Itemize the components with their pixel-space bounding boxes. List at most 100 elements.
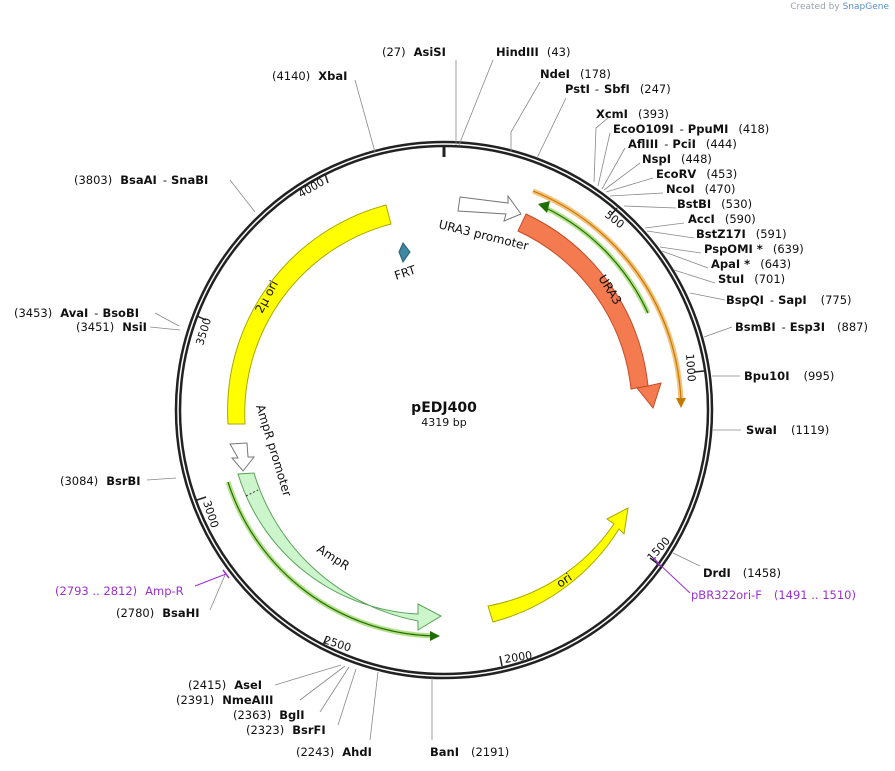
site-stui-name: StuI: [718, 272, 744, 286]
site-bstz17i-pos: (591): [756, 227, 787, 241]
site-hindiii-name: HindIII: [496, 45, 539, 59]
site-bstbi: BstBI (530): [677, 197, 752, 211]
site-asei-pos: (2415): [188, 678, 226, 692]
primer-ampr-range: (2793 .. 2812): [55, 584, 137, 598]
site-asisi: (27)AsiSI: [382, 45, 446, 59]
ampr-arrow: [237, 472, 443, 631]
tick-2000: [499, 655, 503, 667]
tick-label-1000: 1000: [683, 353, 698, 382]
site-bsaai-name2: SnaBI: [171, 173, 208, 187]
site-hindiii: HindIII(43): [496, 45, 570, 59]
site-apai-name: ApaI *: [711, 257, 750, 271]
primer-pbr322-range: (1491 .. 1510): [774, 588, 856, 602]
two-micron-ori-arc: [227, 204, 392, 425]
leader-pbr322-primer: [656, 561, 691, 594]
site-bsahi-pos: (2780): [116, 606, 154, 620]
site-ahdi-name: AhdI: [342, 745, 372, 759]
site-xbai-name: XbaI: [318, 69, 347, 83]
site-bsrbi: (3084)BsrBI: [60, 474, 141, 488]
ampr-green-line: [227, 481, 435, 637]
leader-psti: [536, 97, 567, 159]
site-bsmbi-name2: Esp3I: [790, 320, 825, 334]
ampr-promoter-label: AmpR promoter: [253, 403, 294, 498]
site-asisi-name: AsiSI: [414, 45, 446, 59]
site-ecoo109i-name2: PpuMI: [688, 122, 729, 136]
site-nsii-name: NsiI: [122, 320, 147, 334]
site-bgli-pos: (2363): [233, 708, 271, 722]
leader-ecoo109i: [597, 132, 611, 187]
tick-1000: [693, 370, 705, 373]
site-xcmi: XcmI(393): [596, 107, 669, 121]
site-bgli-name: BglI: [279, 708, 304, 722]
ura3-highlight-line: [532, 190, 682, 403]
site-afliii-name2: PciI: [672, 137, 695, 151]
site-asei-name: AseI: [234, 678, 262, 692]
site-swai-name: SwaI: [746, 423, 777, 437]
site-nspi-pos: (448): [681, 152, 712, 166]
site-afliii: AflIII-PciI(444): [628, 137, 737, 151]
site-afliii-pos: (444): [706, 137, 737, 151]
site-nmeaiii-pos: (2391): [176, 693, 214, 707]
leader-bspqi: [689, 292, 726, 301]
site-bspqi: BspQI-SapI(775): [726, 293, 852, 307]
backbone-outer-circle: [174, 140, 714, 680]
site-psti-sep: -: [595, 82, 599, 96]
site-bsrbi-pos: (3084): [60, 474, 98, 488]
site-pspomi-name: PspOMI *: [704, 242, 763, 256]
site-drdi: DrdI(1458): [703, 566, 781, 580]
ura3-highlight-arrowhead: [676, 398, 686, 408]
tick-1500: [649, 557, 659, 565]
leader-bsaai: [229, 179, 256, 213]
site-ecorv-name: EcoRV: [656, 167, 696, 181]
ura3-promoter-arrow: [457, 194, 522, 222]
tick-500: [610, 207, 618, 216]
leader-bsmbi: [703, 326, 733, 338]
pbr322-primer-mark: [653, 557, 661, 567]
site-bspqi-pos: (775): [821, 293, 852, 307]
leader-ahdi: [369, 671, 379, 741]
site-avai-name: AvaI: [60, 306, 88, 320]
site-asei: (2415) AseI: [188, 678, 262, 692]
site-bstbi-name: BstBI: [677, 197, 711, 211]
site-xcmi-pos: (393): [638, 107, 669, 121]
site-bsrfi: (2323)BsrFI: [246, 723, 326, 737]
site-bsahi-name: BsaHI: [162, 606, 199, 620]
site-avai-pos: (3453): [14, 306, 52, 320]
site-ncoi: NcoI(470): [666, 182, 736, 196]
leader-drdi: [672, 552, 701, 567]
leader-ndei: [510, 81, 541, 152]
site-ecoo109i-name: EcoO109I: [613, 122, 674, 136]
site-acci-pos: (590): [725, 212, 756, 226]
site-avai-name2: BsoBI: [102, 306, 139, 320]
site-bstbi-pos: (530): [721, 197, 752, 211]
site-bsrfi-name: BsrFI: [292, 723, 325, 737]
site-bstz17i-name: BstZ17I: [696, 227, 746, 241]
leader-bsrbi: [146, 477, 177, 481]
site-bsmbi-pos: (887): [837, 320, 868, 334]
leader-bsahi: [209, 574, 226, 611]
leader-ncoi: [609, 192, 664, 197]
site-bsmbi: BsmBI-Esp3I(887): [735, 320, 868, 334]
site-avai-sep: -: [94, 306, 98, 320]
leader-avai: [154, 312, 180, 327]
site-acci-name: AccI: [688, 212, 715, 226]
site-ecorv-pos: (453): [706, 167, 737, 181]
site-ecoo109i-pos: (418): [738, 122, 769, 136]
site-bsaai-pos: (3803): [74, 173, 112, 187]
snapgene-branding: Created by SnapGene: [790, 2, 889, 12]
leader-xcmi: [593, 117, 609, 183]
site-psti: PstI-SbfI(247): [565, 82, 671, 96]
site-ahdi-pos: (2243): [296, 745, 334, 759]
site-stui-pos: (701): [754, 272, 785, 286]
site-swai: SwaI(1119): [746, 423, 829, 437]
site-drdi-pos: (1458): [743, 566, 781, 580]
site-bani: BanI(2191): [430, 745, 509, 759]
site-apai: ApaI *(643): [711, 257, 791, 271]
site-nsii-pos: (3451): [76, 320, 114, 334]
tick-2500: [322, 635, 328, 646]
site-xbai: (4140)XbaI: [272, 69, 347, 83]
site-bstz17i: BstZ17I (591): [696, 227, 787, 241]
site-avai: (3453) AvaI-BsoBI: [14, 306, 139, 320]
site-bspqi-sep: -: [770, 293, 774, 307]
site-bsmbi-sep: -: [782, 320, 786, 334]
